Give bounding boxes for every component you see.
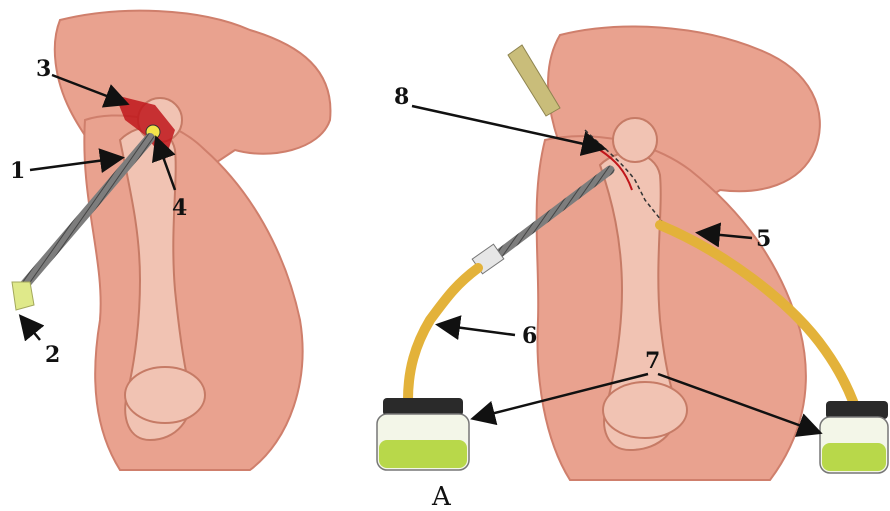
label-1: 1 bbox=[10, 158, 25, 184]
left-thigh bbox=[84, 115, 302, 470]
jar-right-fluid bbox=[822, 443, 886, 471]
label-5: 5 bbox=[756, 226, 771, 252]
figure-caption: A bbox=[431, 482, 452, 511]
right-femoral-head bbox=[613, 118, 657, 162]
arrow-6 bbox=[440, 325, 515, 335]
label-2: 2 bbox=[45, 342, 60, 368]
arrow-2 bbox=[22, 318, 40, 340]
collection-jar-left bbox=[377, 398, 469, 470]
left-thigh-illustration bbox=[12, 11, 330, 470]
right-tube-6 bbox=[408, 268, 478, 400]
right-knee bbox=[603, 382, 687, 438]
jar-left-fluid bbox=[379, 440, 467, 468]
left-knee bbox=[125, 367, 205, 423]
label-8: 8 bbox=[394, 84, 409, 110]
left-instrument-tip bbox=[12, 282, 34, 310]
label-7: 7 bbox=[645, 348, 660, 374]
label-3: 3 bbox=[36, 56, 51, 82]
collection-jar-right bbox=[820, 401, 888, 473]
right-thigh-illustration bbox=[408, 27, 855, 480]
label-6: 6 bbox=[522, 323, 537, 349]
label-4: 4 bbox=[172, 195, 187, 221]
